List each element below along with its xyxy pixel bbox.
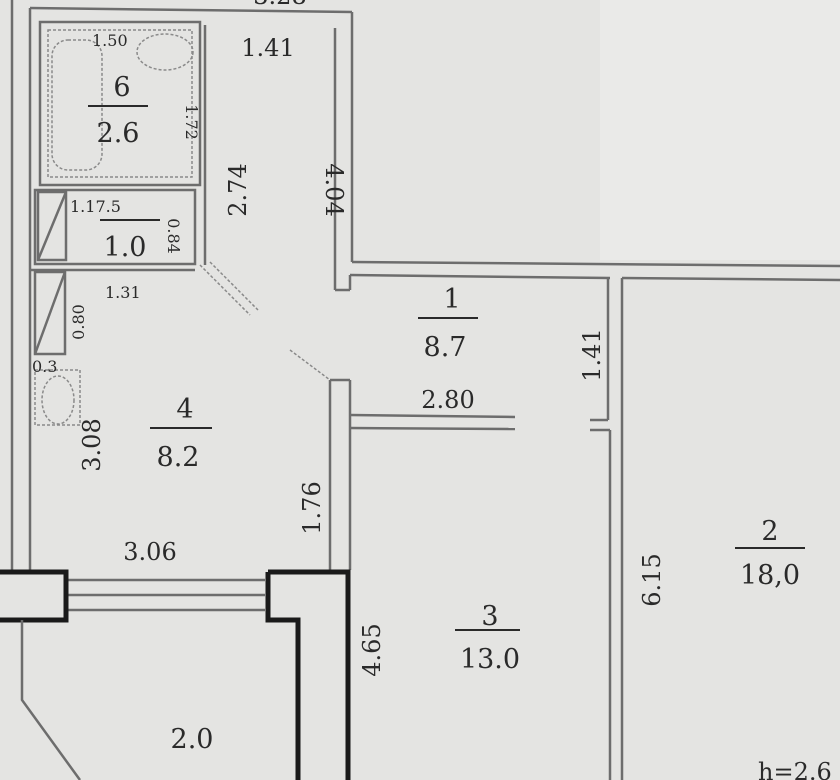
hall-width: 1.41 <box>241 34 294 62</box>
wc-depth: 0.84 <box>164 218 183 254</box>
bath-depth: 1.72 <box>182 104 201 140</box>
exterior-area <box>600 0 840 260</box>
room-5-label: 1.0 <box>100 219 160 263</box>
bath-width: 1.50 <box>92 31 128 50</box>
kitchen-width: 3.06 <box>123 538 176 566</box>
room-1-area: 8.7 <box>424 332 467 363</box>
corridor-length: 4.04 <box>320 163 348 216</box>
kitchen-niche: 1.31 <box>105 283 141 302</box>
loggia-area: 2.0 <box>171 724 214 755</box>
room-3-number: 3 <box>481 601 498 632</box>
room-6-area: 2.6 <box>97 118 140 149</box>
room-4-label: 4 8.2 <box>150 394 212 473</box>
room-5-area: 1.0 <box>104 232 147 263</box>
kitchen-door: 1.76 <box>298 481 326 534</box>
room-6-label: 6 2.6 <box>88 72 148 149</box>
room1-depth: 1.41 <box>578 328 606 381</box>
room-2-area: 18,0 <box>740 560 800 591</box>
room-3-label: 3 13.0 <box>455 601 520 675</box>
room2-length: 6.15 <box>638 553 666 606</box>
room-3-area: 13.0 <box>460 644 520 675</box>
loggia-walls <box>0 569 351 780</box>
room-4-area: 8.2 <box>157 442 200 473</box>
room-1-number: 1 <box>443 284 460 315</box>
walls <box>10 0 840 780</box>
room3-length: 4.65 <box>358 623 386 676</box>
kitchen-length: 3.08 <box>78 418 106 471</box>
room-1-label: 1 8.7 <box>418 284 478 363</box>
kitchen-cabinet: 0.80 <box>69 304 88 340</box>
room-6-number: 6 <box>113 72 130 103</box>
top-dimension: 3.28 <box>253 0 306 10</box>
dimension-labels: 3.28 1.50 1.41 1.72 2.74 4.04 1.17.5 0.8… <box>32 0 832 780</box>
hall-length: 2.74 <box>224 163 252 216</box>
room-2-number: 2 <box>761 516 778 547</box>
room-2-label: 2 18,0 <box>735 516 805 591</box>
kitchen-sink: 0.3 <box>32 357 57 376</box>
ceiling-height: h=2.6 <box>758 758 832 780</box>
wc-label: 1.17.5 <box>70 197 121 216</box>
room1-width: 2.80 <box>421 386 474 414</box>
room-4-number: 4 <box>176 394 193 425</box>
